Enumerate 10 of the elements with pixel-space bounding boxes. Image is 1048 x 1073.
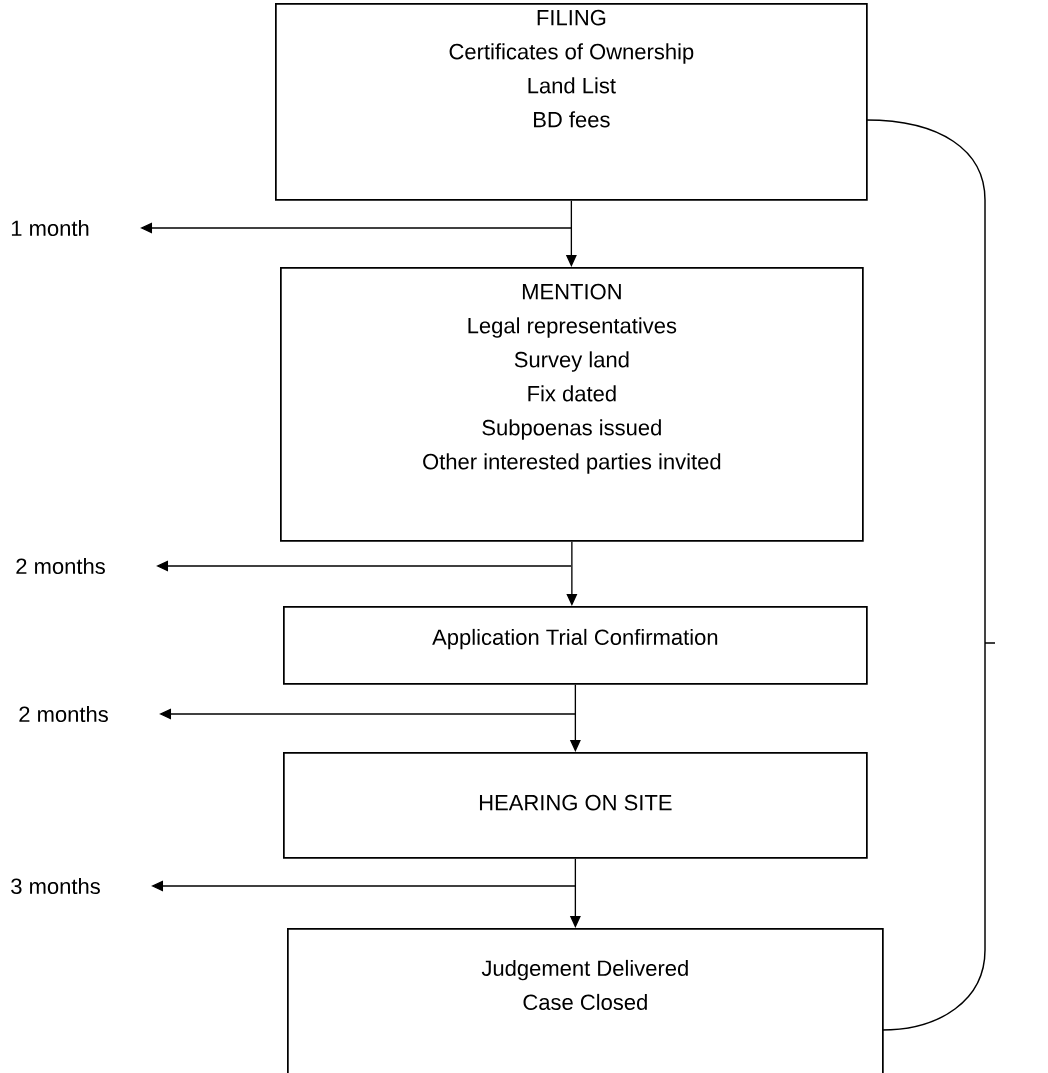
- process-box: HEARING ON SITE: [283, 752, 868, 859]
- duration-label: 3 months: [11, 877, 100, 895]
- process-box: Application Trial Confirmation: [283, 606, 868, 685]
- process-box: FILING Certificates of Ownership Land List BD fees: [275, 3, 868, 201]
- arrow: [566, 541, 578, 606]
- duration-label: 2 months: [16, 557, 105, 575]
- process-box: Judgement Delivered Case Closed: [287, 928, 884, 1073]
- duration-label: 1 month: [11, 219, 89, 237]
- process-box: MENTION Legal representatives Survey land Fix dated Subpoenas issued Other interested parties invited: [280, 267, 864, 542]
- duration-label: 2 months: [19, 705, 108, 723]
